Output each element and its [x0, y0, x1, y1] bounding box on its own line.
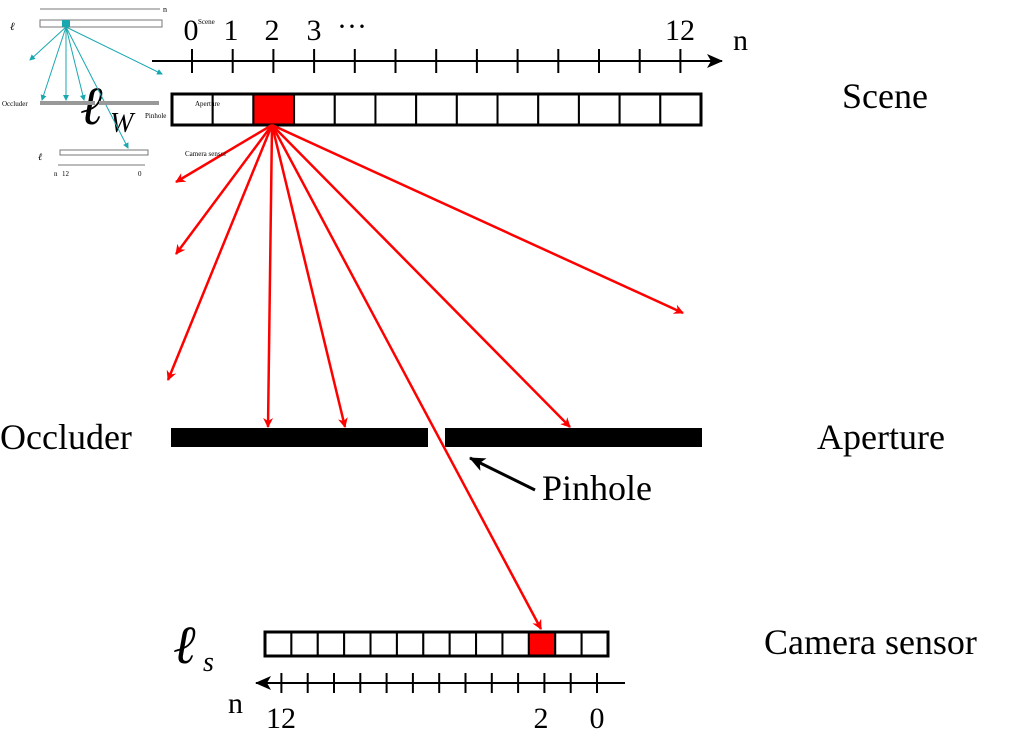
- sensor-tick-label-2: 2: [534, 702, 549, 735]
- scene-strip: [170, 92, 703, 127]
- sensor-strip-outline: [263, 630, 610, 658]
- scene-cell: [171, 93, 214, 126]
- light-field-scene-symbol: ℓ W: [80, 76, 136, 139]
- scene-cell: [577, 93, 621, 126]
- sensor-cell: [369, 631, 398, 657]
- pinhole-pointer-arrow: [469, 456, 536, 492]
- scene-tick-label-0: 0: [184, 14, 199, 47]
- scene-tick-label-ellipsis: ···: [337, 10, 367, 43]
- light-ray: [270, 124, 348, 428]
- light-ray: [271, 123, 684, 315]
- sensor-cell: [290, 631, 319, 657]
- sensor-cell: [580, 631, 609, 657]
- sensor-tick-label-12: 12: [266, 702, 296, 735]
- scene-cell-highlighted: [252, 93, 296, 126]
- light-rays: [166, 123, 684, 630]
- light-ray: [263, 124, 274, 428]
- sensor-cell: [475, 631, 504, 657]
- svg-text:12: 12: [62, 170, 70, 178]
- sensor-axis-tick-marks: [280, 673, 598, 693]
- scene-cell: [293, 93, 336, 126]
- scene-cell: [537, 93, 580, 126]
- light-ray: [175, 123, 273, 184]
- svg-text:ℓ: ℓ: [80, 76, 103, 136]
- svg-text:Camera sensor: Camera sensor: [185, 150, 227, 158]
- svg-text:Scene: Scene: [198, 18, 215, 26]
- scene-tick-label-2: 2: [265, 14, 280, 47]
- scene-cell: [211, 93, 255, 126]
- svg-text:n: n: [54, 170, 58, 178]
- scene-tick-label-3: 3: [307, 14, 322, 47]
- scene-strip-outline: [170, 92, 703, 127]
- svg-text:W: W: [110, 108, 136, 139]
- sensor-cell: [554, 631, 583, 657]
- svg-text:ℓ: ℓ: [10, 21, 15, 33]
- scene-label: Scene: [842, 76, 928, 116]
- sensor-strip: [263, 630, 610, 658]
- sensor-cell: [395, 631, 425, 657]
- svg-text:Pinhole: Pinhole: [145, 112, 166, 120]
- svg-text:ℓ: ℓ: [38, 152, 42, 163]
- scene-tick-label-12: 12: [665, 14, 695, 47]
- sensor-axis: n 12 2 0: [228, 673, 625, 735]
- svg-text:0: 0: [138, 170, 142, 178]
- thumbnail-diagram: n ℓ Scene Occluder Pinhole Aperture Came…: [2, 5, 227, 178]
- sensor-cell: [422, 631, 451, 657]
- scene-axis-tick-marks: [191, 49, 682, 73]
- scene-cell: [415, 93, 458, 126]
- light-ray: [166, 124, 274, 381]
- occluder-bar-right: [445, 428, 702, 447]
- scene-axis-n-label: n: [733, 24, 748, 57]
- light-ray: [174, 124, 274, 255]
- svg-text:n: n: [163, 5, 167, 14]
- svg-text:s: s: [203, 647, 214, 678]
- occluder-label: Occluder: [0, 417, 132, 457]
- sensor-cell: [316, 631, 346, 657]
- sensor-cell: [501, 631, 530, 657]
- scene-cell: [333, 93, 377, 126]
- scene-cell: [374, 93, 418, 126]
- svg-text:ℓ: ℓ: [173, 615, 196, 675]
- sensor-cell: [343, 631, 372, 657]
- sensor-cell: [264, 631, 293, 657]
- aperture-label: Aperture: [817, 417, 945, 457]
- sensor-axis-n-label: n: [228, 687, 243, 720]
- scene-cell: [455, 93, 499, 126]
- ray-through-pinhole: [270, 124, 543, 630]
- scene-cell: [659, 93, 702, 126]
- sensor-cell: [448, 631, 478, 657]
- sensor-cell-highlighted: [527, 631, 557, 657]
- svg-text:Occluder: Occluder: [2, 100, 28, 108]
- camera-sensor-label: Camera sensor: [764, 622, 977, 662]
- pinhole-label: Pinhole: [542, 468, 652, 508]
- light-field-sensor-symbol: ℓ s: [173, 615, 214, 678]
- occluder-bar-left: [171, 428, 428, 447]
- svg-text:Aperture: Aperture: [195, 100, 220, 108]
- scene-cell: [496, 93, 540, 126]
- scene-cell: [618, 93, 662, 126]
- light-ray: [271, 124, 571, 428]
- scene-axis: 0 1 2 3 ··· 12 n: [152, 10, 748, 73]
- scene-tick-label-1: 1: [224, 14, 239, 47]
- sensor-tick-label-0: 0: [590, 702, 605, 735]
